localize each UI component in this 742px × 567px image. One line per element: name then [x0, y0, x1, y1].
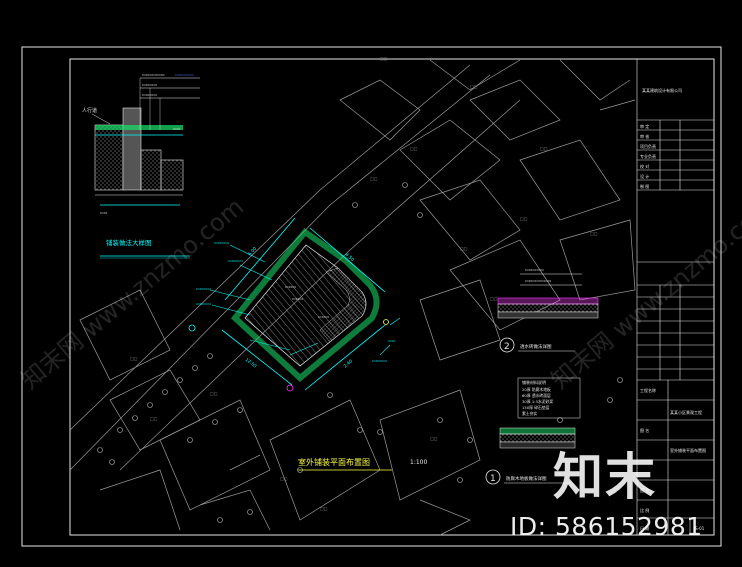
svg-text:▭▭▭▭▭: ▭▭▭▭▭ [525, 267, 544, 272]
svg-text:▭▭▭▭: ▭▭▭▭ [228, 258, 243, 263]
svg-text:□□: □□ [410, 146, 418, 151]
svg-text:□□: □□ [210, 391, 218, 396]
svg-text:▭▭▭▭: ▭▭▭▭ [196, 286, 211, 291]
dim-line-right [309, 227, 386, 293]
marker-cyan [188, 324, 196, 332]
tree-symbols [97, 182, 623, 523]
dim-label-4: 2.40 [342, 358, 354, 369]
detail-note-label: 人行道 [82, 107, 97, 114]
detail1-number-circle [485, 469, 501, 485]
svg-text:□□: □□ [470, 84, 478, 89]
svg-text:▭▭: ▭▭ [388, 338, 396, 343]
company-name: 某某建筑设计有限公司 [642, 87, 682, 93]
scale-label: 比 例 [640, 507, 649, 513]
dim-line-top [224, 217, 296, 301]
legend-item-2: 60厚 透水砖面层 [522, 393, 551, 398]
svg-text:□□: □□ [490, 296, 498, 301]
svg-text:▭▭▭▭: ▭▭▭▭ [196, 301, 211, 306]
title-block [636, 58, 715, 536]
title-block-text: 某某建筑设计有限公司 审 定 审 核 项目负责 专业负责 校 对 设 计 制 图… [640, 87, 706, 531]
marker-yellow [383, 319, 389, 325]
svg-text:▭▭▭: ▭▭▭ [285, 284, 297, 289]
tb-row-7: 制 图 [640, 183, 649, 189]
svg-text:▭▭▭: ▭▭▭ [292, 296, 304, 301]
watermark-diag-right: 知末网 www.znzmo.com [546, 193, 742, 395]
svg-text:▭▭▭▭▭▭: ▭▭▭▭▭▭ [142, 72, 165, 77]
svg-text:□□: □□ [280, 476, 288, 481]
dim-line-bottom [304, 324, 386, 391]
project-value: 某某小区景观工程 [670, 409, 702, 415]
watermark-diag-left: 知末网 www.znzmo.com [16, 193, 249, 395]
legend-item-1: 20厚 防腐木地板 [522, 387, 551, 392]
section-detail: ▭▭▭▭▭▭ ▭▭▭▭▭ ▭▭▭▭ ▭▭▭▭ 人行道 ▭▭ ▭▭ 铺装做法大样图 [82, 72, 200, 259]
svg-text:▭▭▭▭▭▭▭: ▭▭▭▭▭▭▭ [525, 278, 552, 283]
site-labels: □□ □□ □□ □□ □□ □□ □□ □□ □□ □□ □□ □□ □□ □□ □□ [130, 56, 598, 511]
svg-text:▭▭▭▭: ▭▭▭▭ [142, 92, 157, 97]
svg-text:□□: □□ [380, 56, 388, 61]
callouts [209, 244, 401, 356]
svg-text:▭▭▭: ▭▭▭ [318, 314, 330, 319]
dim-label-1: 6.00 [247, 246, 258, 258]
legend-box [517, 377, 581, 419]
svg-text:□□: □□ [150, 416, 158, 421]
tb-row-2: 审 核 [640, 133, 649, 139]
svg-text:▭▭▭▭: ▭▭▭▭ [142, 82, 157, 87]
detail2-number-circle [499, 337, 515, 353]
svg-text:▭▭▭▭▭: ▭▭▭▭▭ [175, 72, 194, 77]
detail-title: 铺装做法大样图 [106, 238, 152, 247]
svg-text:□□: □□ [540, 146, 548, 151]
svg-text:□□: □□ [430, 436, 438, 441]
date-label: 日 期 [640, 525, 649, 531]
svg-text:▭▭: ▭▭ [100, 210, 108, 215]
number-label: 图 号 [640, 487, 649, 493]
diagonal-watermarks: 知末网 www.znzmo.com 知末网 www.znzmo.com [16, 193, 742, 395]
tb-row-1: 审 定 [640, 123, 649, 129]
number-value: JS-01 [693, 526, 705, 531]
image-id-watermark: ID: 586152981 [510, 512, 703, 541]
zhimo-logo: 知末 [553, 448, 657, 506]
marker-magenta [286, 384, 294, 392]
legend-header: 铺装材料说明 [522, 379, 546, 385]
svg-text:□□: □□ [590, 231, 598, 236]
detail2-caption: 透水砖做法详图 [520, 343, 552, 350]
tb-row-3: 项目负责 [640, 143, 656, 149]
plan-inner-labels: ▭▭▭ ▭▭▭ ▭▭▭ [285, 284, 330, 319]
legend-item-4: 150厚 碎石垫层 [522, 405, 550, 410]
detail1-caption: 防腐木地板做法详图 [506, 475, 547, 482]
tb-row-5: 校 对 [640, 163, 649, 169]
svg-text:▭▭▭▭: ▭▭▭▭ [214, 240, 229, 245]
outer-frame [21, 46, 722, 547]
drawing-value: 室外铺装平面布置图 [670, 447, 706, 453]
main-plan-title: 室外铺装平面布置图 [298, 457, 370, 467]
svg-text:▭▭▭▭: ▭▭▭▭ [372, 358, 387, 363]
detail-2: ▭▭▭▭▭ ▭▭▭▭▭▭▭ 2 透水砖做法详图 [497, 267, 599, 353]
main-plan-scale: 1:100 [410, 459, 427, 466]
callout-text: ▭▭▭▭▭▭▭▭ ▭▭▭▭▭▭▭▭ ▭▭▭▭▭▭ [196, 240, 396, 363]
detail1-number: 1 [490, 474, 496, 484]
tb-row-6: 设 计 [640, 173, 649, 179]
detail2-number: 2 [504, 342, 510, 352]
svg-text:□□: □□ [130, 356, 138, 361]
svg-text:□□: □□ [460, 246, 468, 251]
legend-item-3: 30厚 1:3水泥砂浆 [522, 399, 553, 404]
legend-item-5: 素土夯实 [522, 411, 537, 416]
dim-label-3: 12.50 [244, 357, 258, 370]
drawing-label: 图 名 [640, 427, 649, 433]
svg-text:▭▭: ▭▭ [173, 126, 181, 131]
legend-items: 20厚 防腐木地板 60厚 透水砖面层 30厚 1:3水泥砂浆 150厚 碎石垫… [522, 387, 553, 416]
detail-1: 铺装材料说明 20厚 防腐木地板 60厚 透水砖面层 30厚 1:3水泥砂浆 1… [485, 377, 581, 485]
dim-line-left [221, 329, 293, 386]
svg-text:□□: □□ [320, 506, 328, 511]
svg-text:□□: □□ [370, 176, 378, 181]
project-label: 工程名称 [640, 387, 656, 393]
paving-border [230, 227, 380, 382]
svg-text:□□: □□ [520, 216, 528, 221]
paving-plan: ▭▭▭▭▭▭▭▭ ▭▭▭▭▭▭▭▭ ▭▭▭▭▭▭ 6.00 4.50 12.50… [188, 217, 401, 392]
site-context [69, 59, 636, 536]
tb-row-4: 专业负责 [640, 153, 656, 159]
dim-label-2: 4.50 [344, 252, 356, 263]
paving-dot-zone [319, 267, 367, 343]
